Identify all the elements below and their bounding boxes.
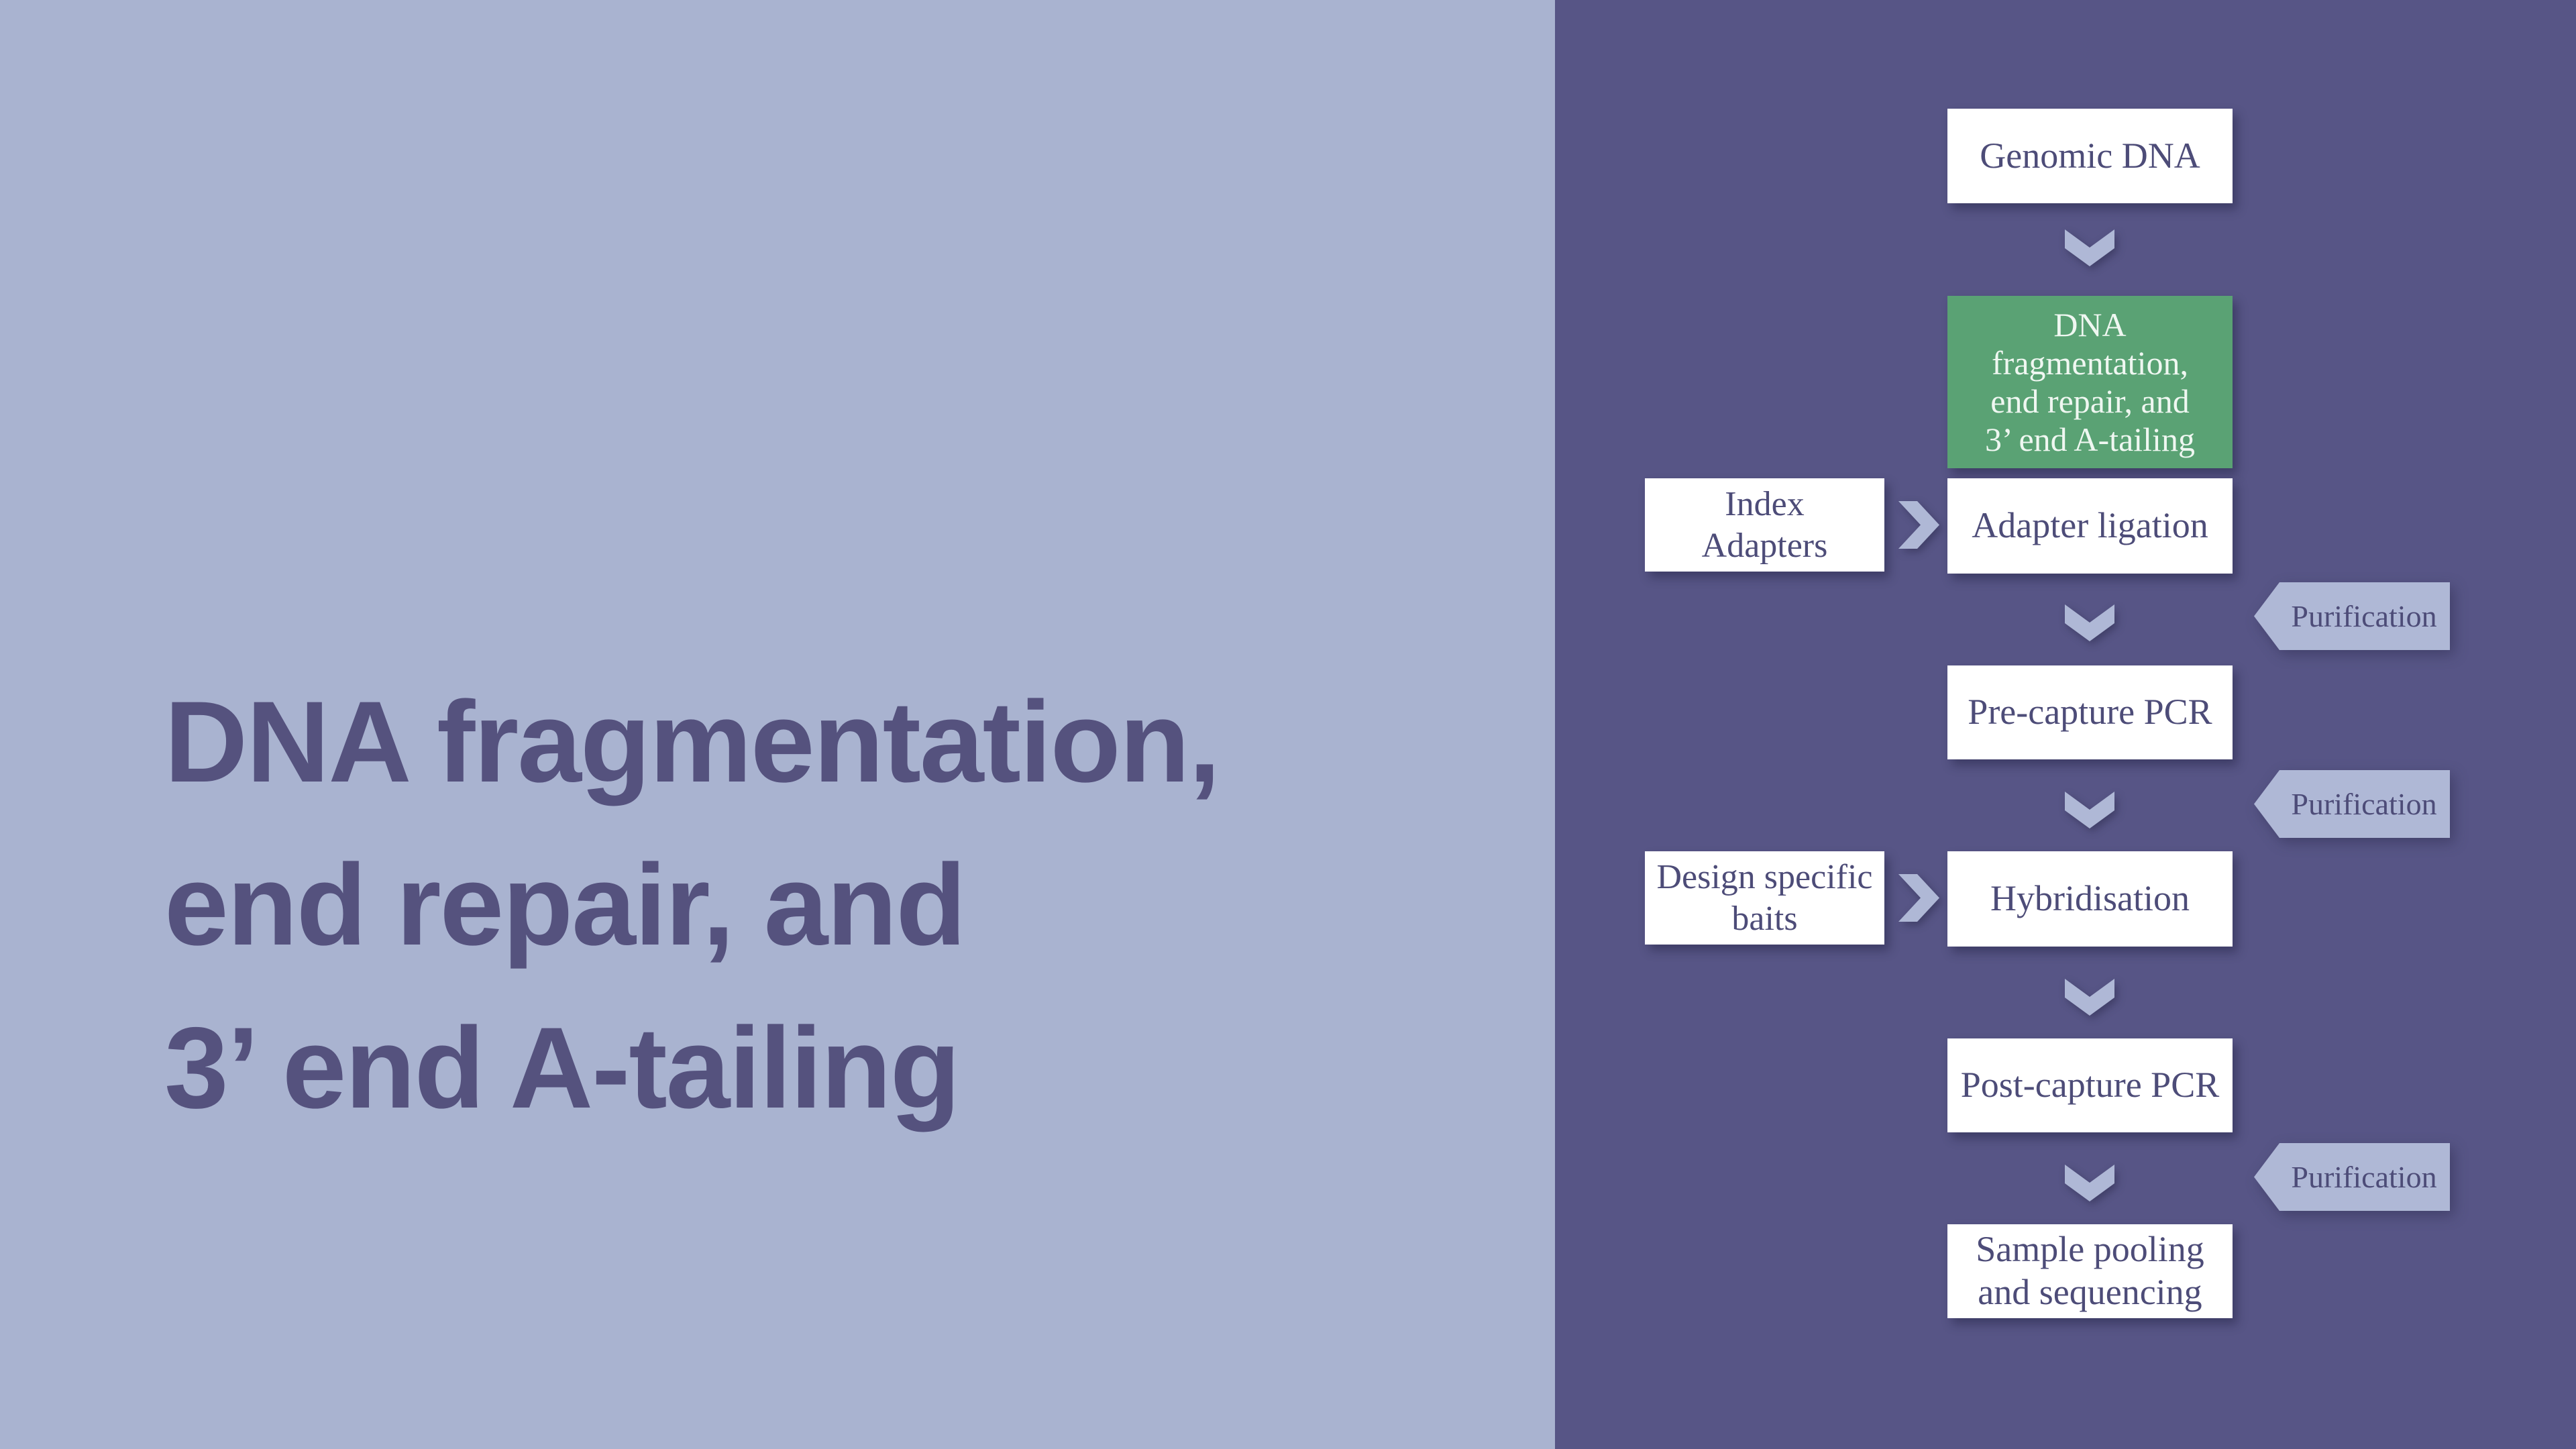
step-box-post-capture-pcr: Post-capture PCR <box>1947 1038 2233 1132</box>
chevron-down-icon <box>2065 1165 2114 1201</box>
step-box-adapter-ligation: Adapter ligation <box>1947 478 2233 574</box>
chevron-right-icon <box>1898 874 1939 922</box>
chevron-right-icon <box>1898 501 1939 549</box>
chevron-down-icon <box>2065 979 2114 1016</box>
purification-label: Purification <box>2291 599 2437 633</box>
purification-tag-shape: Purification <box>2254 582 2450 650</box>
step-box-genomic-dna: Genomic DNA <box>1947 109 2233 203</box>
step-box-dna-fragmentation-highlighted: DNA fragmentation, end repair, and 3’ en… <box>1947 296 2233 468</box>
chevron-down-icon <box>2065 229 2114 266</box>
slide-title: DNA fragmentation, end repair, and 3’ en… <box>164 678 1221 1132</box>
step-label: DNA fragmentation, end repair, and 3’ en… <box>1985 305 2195 458</box>
purification-tag-shape: Purification <box>2254 1143 2450 1211</box>
step-label: Sample pooling and sequencing <box>1976 1229 2204 1312</box>
step-box-pre-capture-pcr: Pre-capture PCR <box>1947 665 2233 759</box>
input-label: Design specific baits <box>1656 858 1873 938</box>
step-label: Genomic DNA <box>1980 135 2200 176</box>
purification-tag-shape: Purification <box>2254 770 2450 838</box>
step-label: Post-capture PCR <box>1960 1065 2220 1106</box>
step-label: Pre-capture PCR <box>1968 692 2212 733</box>
left-panel: DNA fragmentation, end repair, and 3’ en… <box>0 0 1555 1449</box>
input-box-index-adapters: Index Adapters <box>1645 478 1884 572</box>
step-label: Hybridisation <box>1990 878 2190 919</box>
purification-label: Purification <box>2291 787 2437 821</box>
purification-label: Purification <box>2291 1160 2437 1194</box>
purification-tag: Purification <box>2254 770 2450 838</box>
purification-tag: Purification <box>2254 582 2450 650</box>
input-label: Index Adapters <box>1701 485 1828 565</box>
step-label: Adapter ligation <box>1972 505 2208 546</box>
chevron-down-icon <box>2065 604 2114 641</box>
step-box-hybridisation: Hybridisation <box>1947 851 2233 947</box>
chevron-down-icon <box>2065 792 2114 828</box>
input-box-design-specific-baits: Design specific baits <box>1645 851 1884 945</box>
purification-tag: Purification <box>2254 1143 2450 1211</box>
step-box-sample-pooling-and-sequencing: Sample pooling and sequencing <box>1947 1224 2233 1318</box>
